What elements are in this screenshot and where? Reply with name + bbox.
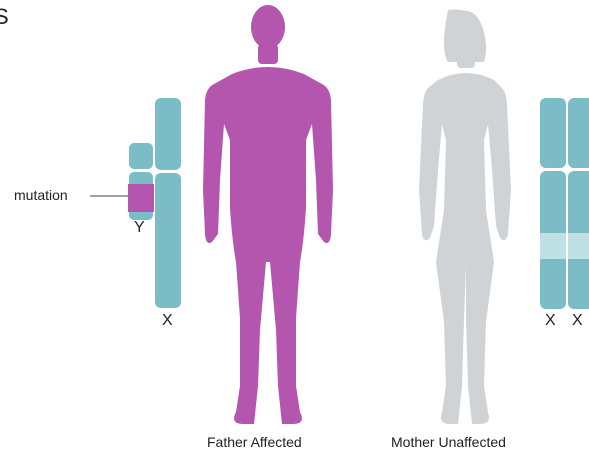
mutation-label: mutation	[14, 187, 68, 203]
mother-x-chromosome-2	[568, 98, 589, 309]
mother-x-chromosome-1	[540, 98, 566, 309]
father-x-label: X	[162, 312, 173, 330]
mother-caption: Mother Unaffected	[391, 434, 506, 450]
mother-x-label-2: X	[572, 312, 583, 330]
father-silhouette	[203, 5, 333, 424]
father-caption: Father Affected	[207, 434, 302, 450]
y-chromosome	[128, 143, 154, 220]
y-chromosome-label: Y	[134, 219, 145, 237]
mutation-segment	[128, 184, 154, 212]
father-x-chromosome	[155, 98, 181, 308]
mother-x-label-1: X	[545, 312, 556, 330]
corner-text: S	[0, 4, 9, 30]
mother-silhouette	[419, 9, 511, 424]
